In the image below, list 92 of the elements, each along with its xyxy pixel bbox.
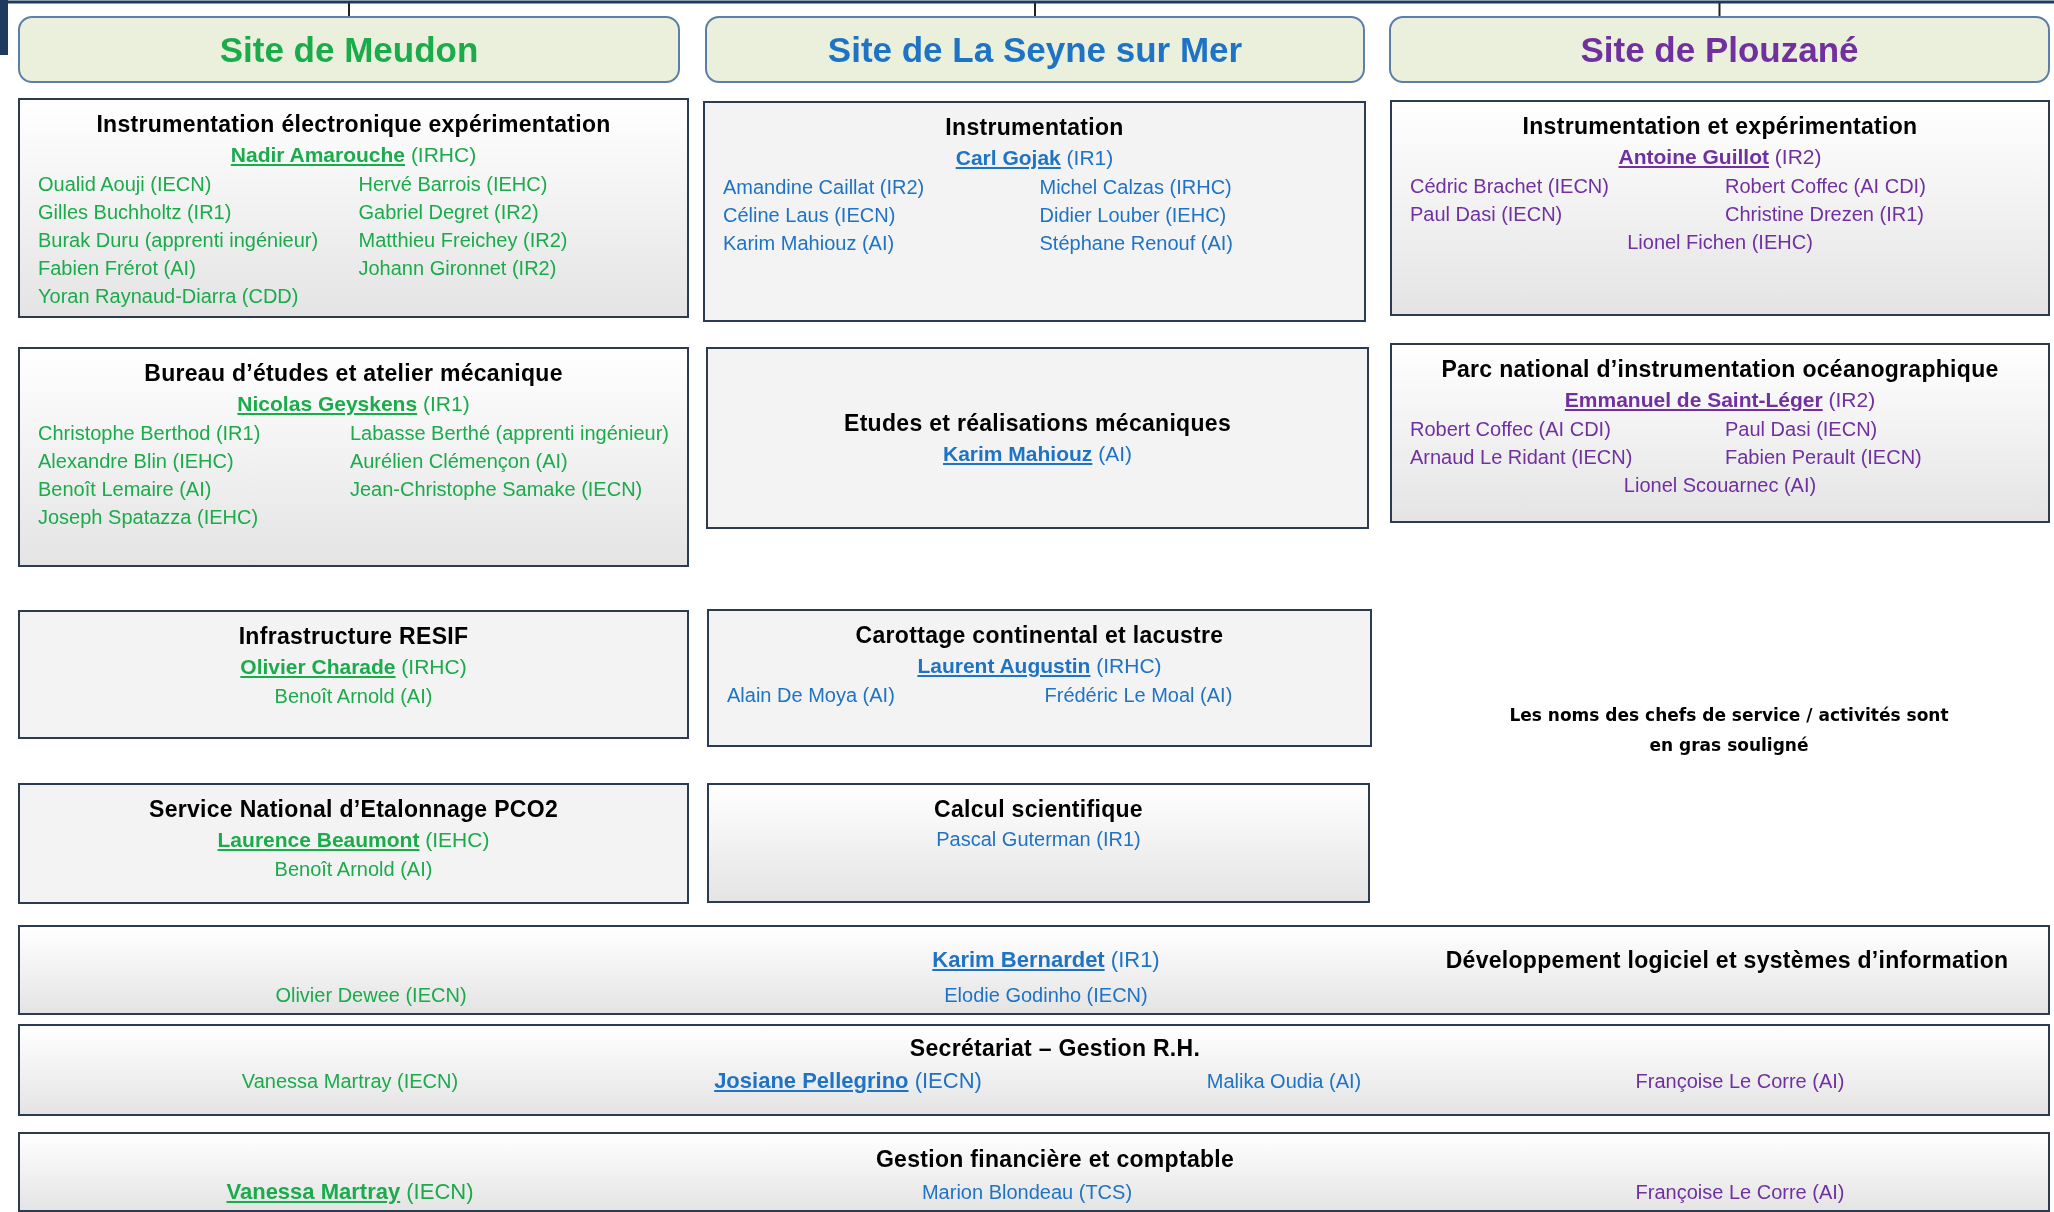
team-lead-name: Karim Bernardet (IR1): [932, 946, 1160, 974]
staff-name: Françoise Le Corre (AI): [1635, 1180, 1845, 1205]
staff-name: Labasse Berthé (apprenti ingénieur): [349, 421, 669, 446]
team-lead-name: Olivier Charade (IRHC): [240, 654, 467, 680]
site-title: Site de Meudon: [219, 29, 479, 70]
staff-name: Benoît Arnold (AI): [274, 857, 433, 882]
staff-name: Burak Duru (apprenti ingénieur): [38, 228, 320, 253]
section-title: Bureau d’études et atelier mécanique: [144, 359, 563, 388]
team-box: [707, 783, 1370, 903]
site-header: [705, 16, 1365, 83]
staff-name: Stéphane Renouf (AI): [1039, 231, 1234, 256]
team-box: [706, 347, 1369, 529]
staff-name: Olivier Dewee (IECN): [275, 983, 467, 1008]
team-box: [1390, 343, 2050, 523]
team-lead-name: Laurent Augustin (IRHC): [917, 653, 1162, 679]
staff-name: Jean-Christophe Samake (IECN): [349, 477, 644, 502]
staff-name: Paul Dasi (IECN): [1725, 417, 1879, 442]
staff-name: Amandine Caillat (IR2): [723, 175, 926, 200]
staff-name: Fabien Perault (IECN): [1725, 445, 1923, 470]
site-title: Site de Plouzané: [1580, 29, 1859, 70]
staff-name: Lionel Fichen (IEHC): [1627, 230, 1813, 255]
section-title: Développement logiciel et systèmes d’information: [1445, 946, 2009, 975]
staff-name: Aurélien Clémençon (AI): [349, 449, 569, 474]
staff-name: Hervé Barrois (IEHC): [358, 172, 549, 197]
section-title: Infrastructure RESIF: [238, 622, 469, 651]
staff-name: Arnaud Le Ridant (IECN): [1410, 445, 1634, 470]
team-lead-name: Vanessa Martray (IECN): [226, 1178, 474, 1206]
staff-name: Françoise Le Corre (AI): [1635, 1069, 1845, 1094]
staff-name: Gilles Buchholtz (IR1): [38, 200, 233, 225]
team-lead-name: Nicolas Geyskens (IR1): [237, 391, 470, 417]
team-box: [1390, 100, 2050, 316]
team-lead-name: Carl Gojak (IR1): [955, 145, 1114, 171]
site-header: [1389, 16, 2050, 83]
team-lead-name: Josiane Pellegrino (IECN): [714, 1067, 982, 1095]
team-lead-name: Antoine Guillot (IR2): [1618, 144, 1822, 170]
connector-line: [1718, 2, 1721, 17]
section-title: Instrumentation: [945, 113, 1124, 142]
staff-name: Joseph Spatazza (IEHC): [38, 505, 260, 530]
staff-name: Oualid Aouji (IECN): [38, 172, 213, 197]
staff-name: Cédric Brachet (IECN): [1410, 174, 1610, 199]
staff-name: Elodie Godinho (IECN): [944, 983, 1148, 1008]
section-title: Instrumentation électronique expérimentation: [96, 110, 611, 139]
team-lead-name: Karim Mahiouz (AI): [943, 441, 1132, 467]
staff-name: Gabriel Degret (IR2): [358, 200, 540, 225]
staff-name: Pascal Guterman (IR1): [936, 827, 1141, 852]
team-lead-name: Laurence Beaumont (IEHC): [217, 827, 490, 853]
section-title: Service National d’Etalonnage PCO2: [149, 795, 558, 824]
staff-name: Paul Dasi (IECN): [1410, 202, 1564, 227]
staff-name: Benoît Arnold (AI): [274, 684, 433, 709]
team-box: [18, 783, 689, 904]
staff-name: Céline Laus (IECN): [723, 203, 897, 228]
section-title: Calcul scientifique: [934, 795, 1143, 824]
team-box: [18, 347, 689, 567]
section-title: Instrumentation et expérimentation: [1522, 112, 1918, 141]
team-box: [18, 98, 689, 318]
section-title: Secrétariat – Gestion R.H.: [909, 1034, 1201, 1063]
section-title: Carottage continental et lacustre: [855, 621, 1224, 650]
staff-name: Robert Coffec (AI CDI): [1410, 417, 1612, 442]
team-band: [18, 925, 2050, 1015]
site-title: Site de La Seyne sur Mer: [827, 29, 1243, 70]
team-box: [18, 610, 689, 739]
team-band: [18, 1024, 2050, 1116]
team-lead-name: Nadir Amarouche (IRHC): [230, 142, 477, 168]
staff-name: Christophe Berthod (IR1): [38, 421, 262, 446]
site-header: [18, 16, 680, 83]
staff-name: Lionel Scouarnec (AI): [1623, 473, 1817, 498]
staff-name: Karim Mahiouz (AI): [723, 231, 896, 256]
staff-name: Matthieu Freichey (IR2): [358, 228, 569, 253]
staff-name: Alexandre Blin (IEHC): [38, 449, 235, 474]
team-box: [703, 101, 1366, 322]
staff-name: Marion Blondeau (TCS): [921, 1180, 1133, 1205]
staff-name: Malika Oudia (AI): [1206, 1069, 1362, 1094]
staff-name: Christine Drezen (IR1): [1725, 202, 1925, 227]
note-text: Les noms des chefs de service / activités sont en gras souligné: [1508, 704, 1950, 757]
staff-name: Alain De Moya (AI): [727, 683, 896, 708]
staff-name: Johann Gironnet (IR2): [358, 256, 558, 281]
section-title: Gestion financière et comptable: [875, 1145, 1235, 1174]
staff-name: Vanessa Martray (IECN): [241, 1069, 459, 1094]
team-box: [707, 609, 1372, 747]
section-title: Parc national d’instrumentation océanographique: [1441, 355, 1999, 384]
staff-name: Fabien Frérot (AI): [38, 256, 197, 281]
team-band: [18, 1132, 2050, 1212]
team-lead-name: Emmanuel de Saint-Léger (IR2): [1564, 387, 1876, 413]
connector-line: [1034, 2, 1036, 17]
staff-name: Michel Calzas (IRHC): [1039, 175, 1233, 200]
connector-line: [348, 2, 350, 17]
staff-name: Yoran Raynaud-Diarra (CDD): [38, 284, 300, 309]
section-title: Etudes et réalisations mécaniques: [844, 409, 1231, 438]
staff-name: Benoît Lemaire (AI): [38, 477, 213, 502]
staff-name: Robert Coffec (AI CDI): [1725, 174, 1927, 199]
staff-name: Frédéric Le Moal (AI): [1044, 683, 1234, 708]
staff-name: Didier Louber (IEHC): [1039, 203, 1228, 228]
